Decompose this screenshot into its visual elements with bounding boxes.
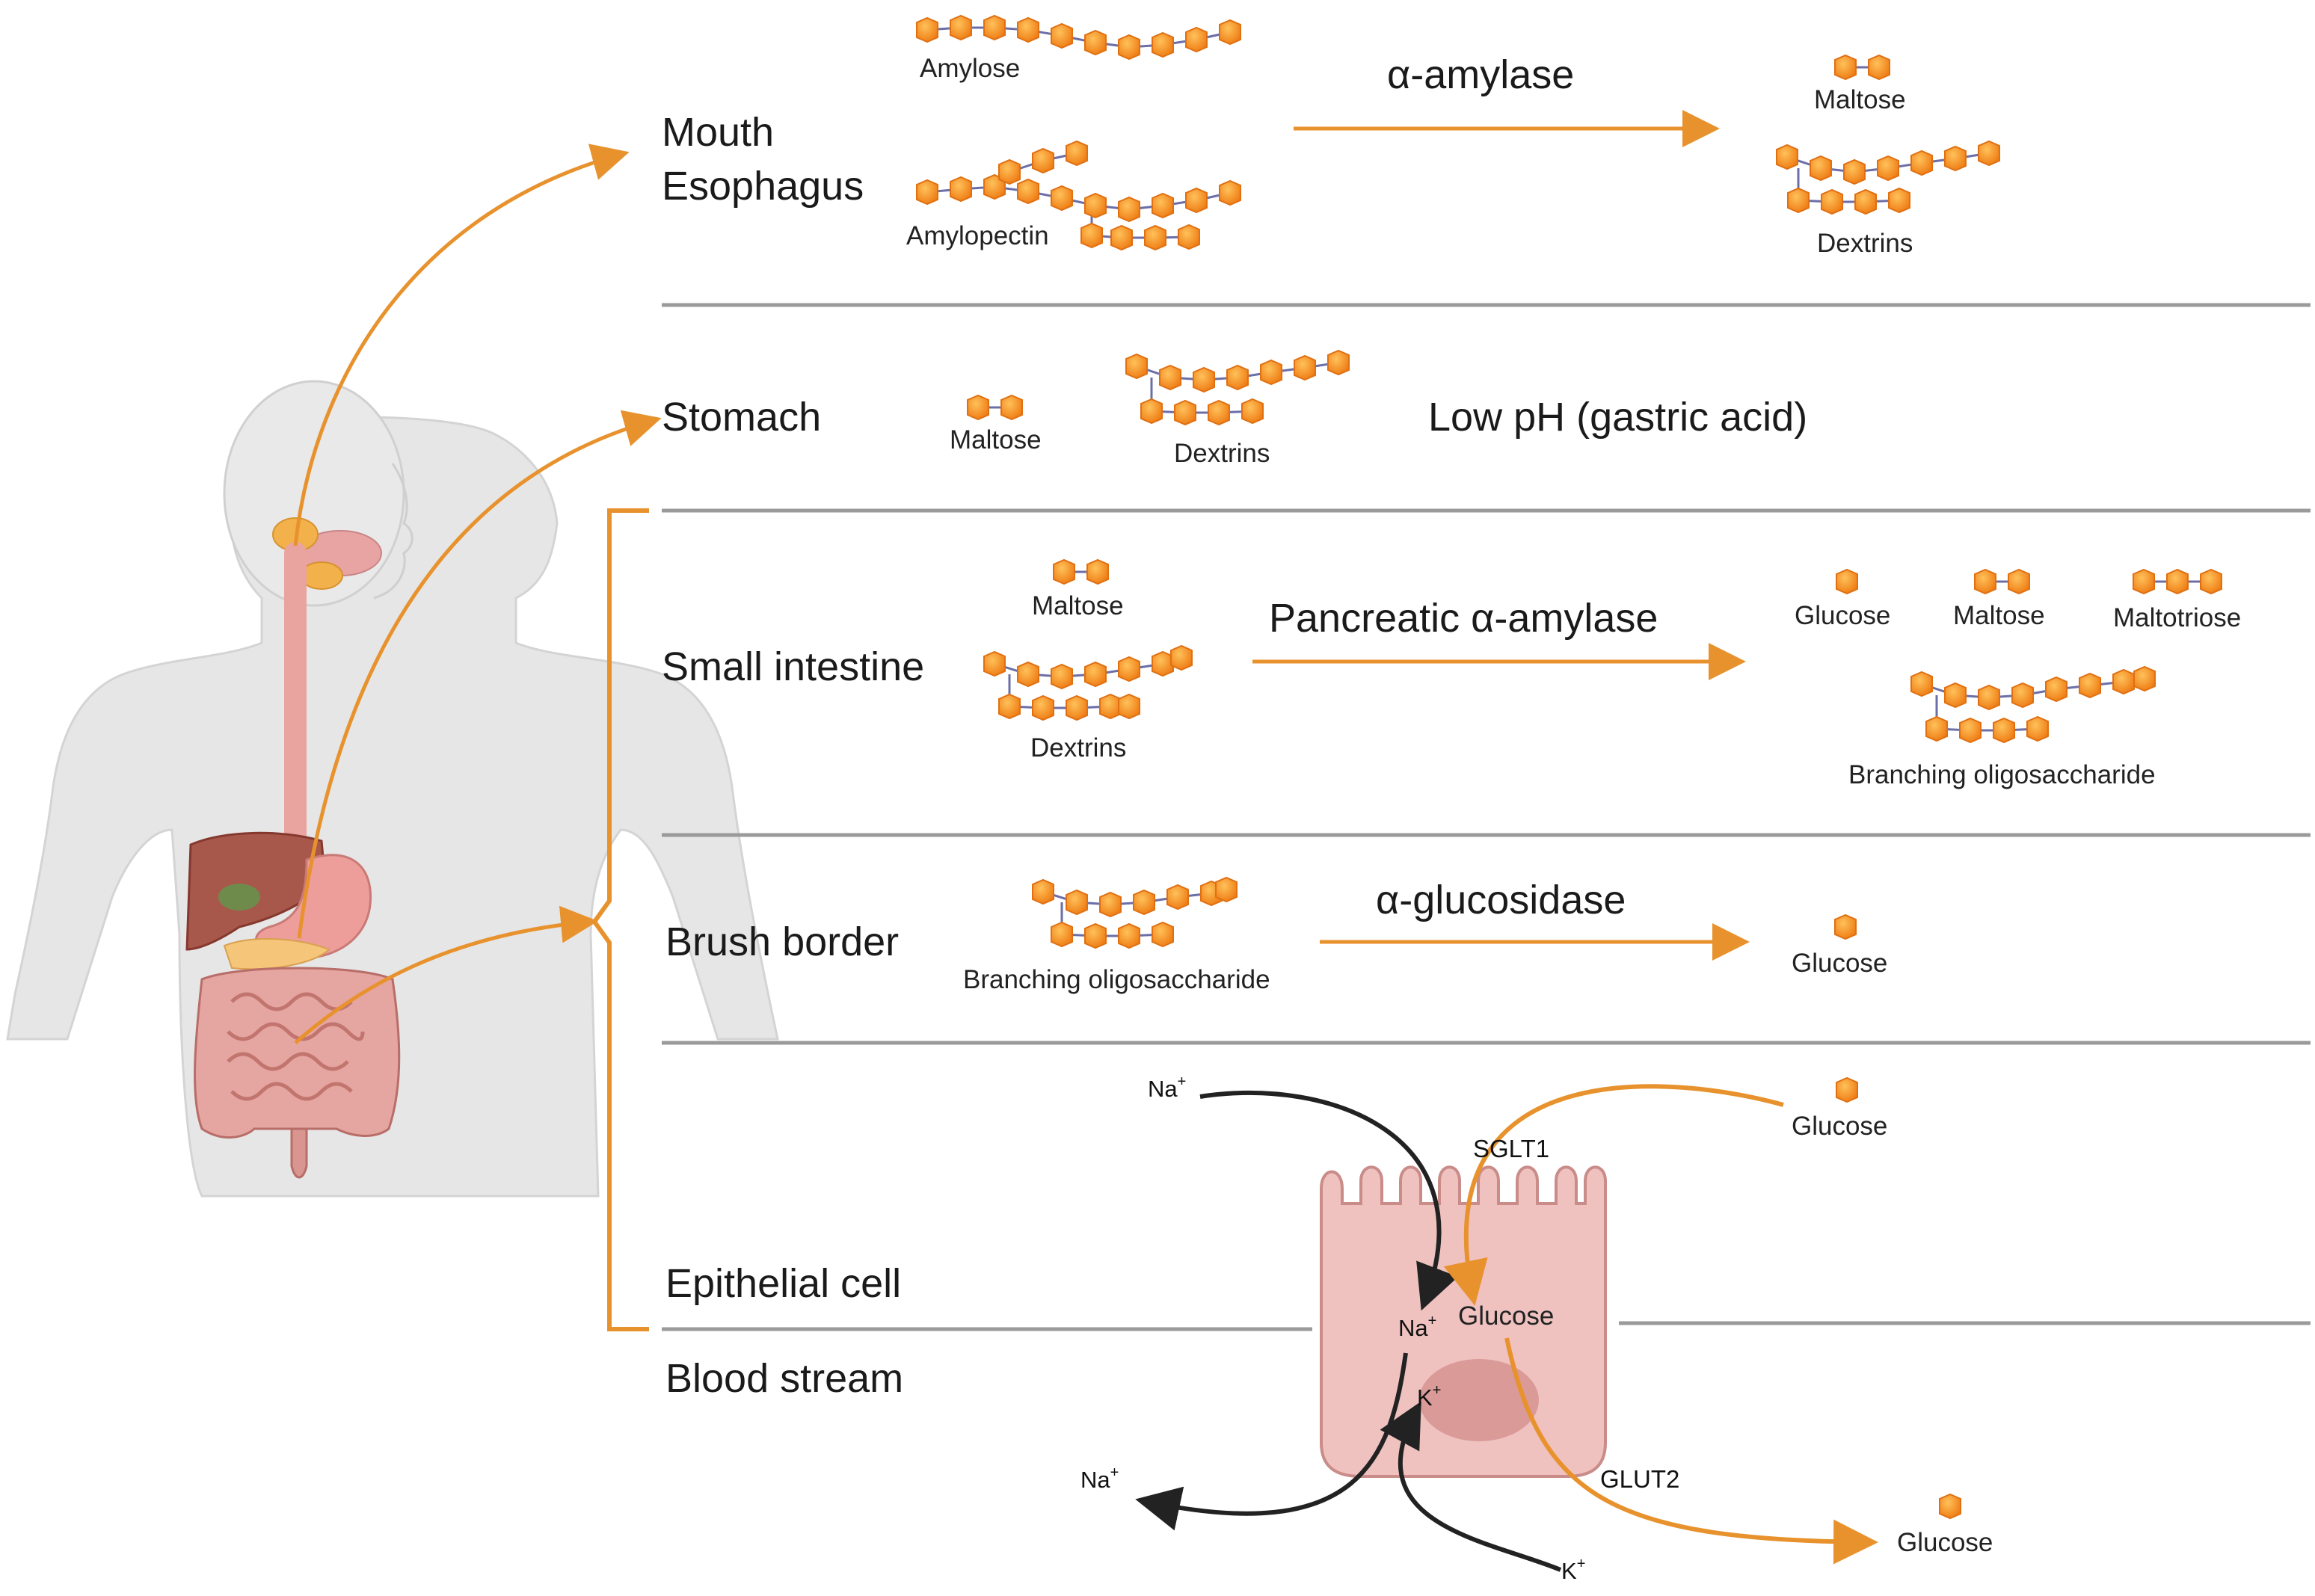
arrow-to-intestine xyxy=(294,905,598,1044)
transport-arrows xyxy=(1135,1084,1878,1572)
ion-k-blood: K+ xyxy=(1561,1556,1585,1584)
stomach-condition-label: Low pH (gastric acid) xyxy=(1428,395,1807,440)
label-maltotriose: Maltotriose xyxy=(2113,603,2241,632)
amylose-chain xyxy=(916,15,1241,60)
stage-label-small-intestine: Small intestine xyxy=(662,644,924,689)
face-profile xyxy=(373,463,413,600)
maltotriose-icon xyxy=(2133,569,2222,594)
stage-label-mouth: Mouth xyxy=(662,110,774,155)
k-influx-arrow xyxy=(1380,1401,1562,1572)
enzyme-label-alpha-amylase: α-amylase xyxy=(1387,52,1574,97)
enzyme-label-pancreatic-amylase: Pancreatic α-amylase xyxy=(1269,596,1658,641)
label-glucose-blood: Glucose xyxy=(1897,1528,1993,1557)
salivary-gland-lower xyxy=(300,561,343,590)
label-glucose-in-cell: Glucose xyxy=(1458,1301,1554,1331)
large-intestine xyxy=(194,967,401,1139)
arrow-to-mouth xyxy=(293,144,630,546)
label-glucose-brush: Glucose xyxy=(1792,949,1887,978)
na-influx-arrow xyxy=(1199,1090,1459,1311)
label-maltose-intestine-product: Maltose xyxy=(1953,601,2045,630)
ion-na-cell: Na+ xyxy=(1398,1313,1436,1341)
label-branching-oligosaccharide-brush: Branching oligosaccharide xyxy=(963,965,1270,994)
arrow-to-stomach xyxy=(297,410,662,939)
label-maltose-stomach: Maltose xyxy=(950,425,1042,455)
ion-na-lumen: Na+ xyxy=(1148,1073,1186,1102)
gallbladder xyxy=(218,884,260,911)
dextrins-icon-intestine xyxy=(983,645,1193,721)
label-glut2: GLUT2 xyxy=(1600,1465,1679,1493)
stage-label-epithelial-cell: Epithelial cell xyxy=(665,1261,901,1306)
stage-label-stomach: Stomach xyxy=(662,395,821,440)
intestine-bracket xyxy=(591,508,649,1331)
label-branching-oligosaccharide-intestine: Branching oligosaccharide xyxy=(1848,760,2156,789)
glucose-icon-brush xyxy=(1834,914,1857,940)
dextrins-icon-stomach xyxy=(1125,350,1350,425)
stage-label-esophagus: Esophagus xyxy=(662,164,864,209)
label-glucose-lumen: Glucose xyxy=(1792,1112,1887,1141)
label-maltose-mouth: Maltose xyxy=(1814,85,1906,114)
maltose-icon-intestine xyxy=(1053,559,1109,585)
maltose-icon-intestine-product xyxy=(1974,569,2030,594)
na-efflux-arrow xyxy=(1135,1352,1408,1531)
section-dividers xyxy=(662,303,2311,1331)
glucose-efflux-arrow xyxy=(1504,1337,1878,1565)
enzyme-label-alpha-glucosidase: α-glucosidase xyxy=(1376,878,1626,922)
amylopectin-chain xyxy=(916,141,1241,250)
maltose-icon-mouth xyxy=(1834,55,1890,80)
human-body-illustration xyxy=(6,380,779,1198)
glucose-icon-intestine xyxy=(1836,569,1858,594)
cell-nucleus xyxy=(1419,1359,1539,1441)
ion-na-blood: Na+ xyxy=(1080,1464,1119,1493)
label-glucose-intestine: Glucose xyxy=(1795,601,1890,630)
small-intestine-coils xyxy=(227,992,365,1101)
rectum xyxy=(290,1127,308,1179)
maltose-icon-stomach xyxy=(967,395,1023,420)
branching-oligosaccharide-icon-brush xyxy=(1032,877,1238,949)
stage-label-brush-border: Brush border xyxy=(665,919,899,964)
stage-pointer-arrows xyxy=(293,144,662,1331)
label-dextrins-stomach: Dextrins xyxy=(1174,439,1270,468)
label-sglt1: SGLT1 xyxy=(1473,1135,1549,1162)
epithelial-cell xyxy=(1320,1165,1607,1478)
ion-k-cell: K+ xyxy=(1417,1382,1441,1411)
stage-label-blood-stream: Blood stream xyxy=(665,1356,903,1401)
glucose-icon-blood xyxy=(1939,1494,1961,1519)
glucose-influx-arrow xyxy=(1443,1084,1784,1306)
label-maltose-intestine: Maltose xyxy=(1032,591,1124,620)
glucose-icon-lumen xyxy=(1836,1077,1858,1103)
label-dextrins-mouth: Dextrins xyxy=(1817,229,1913,258)
label-dextrins-intestine: Dextrins xyxy=(1030,733,1126,762)
dextrins-icon-mouth xyxy=(1776,141,2000,215)
label-amylopectin: Amylopectin xyxy=(906,221,1049,250)
branching-oligosaccharide-icon-intestine xyxy=(1910,666,2156,743)
label-amylose: Amylose xyxy=(920,54,1020,83)
